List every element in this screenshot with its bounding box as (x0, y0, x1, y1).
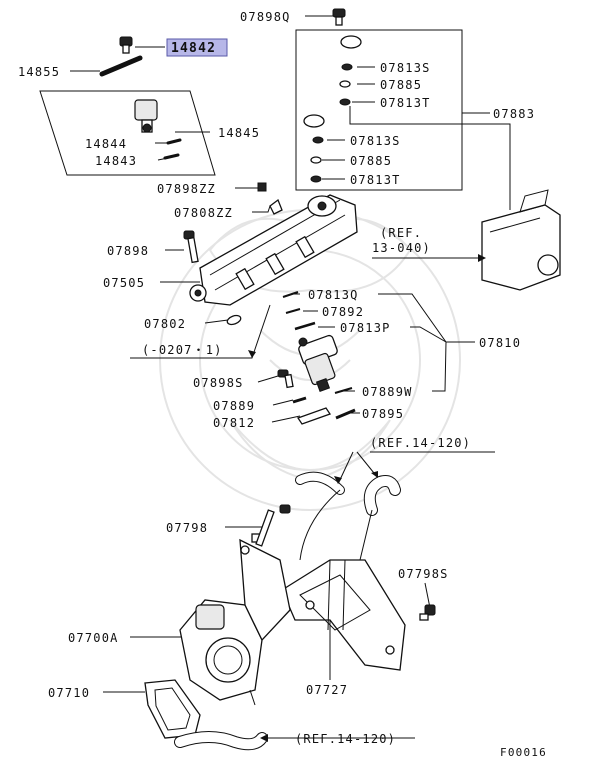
label-07812[interactable]: 07812 (213, 416, 255, 430)
label-07895[interactable]: 07895 (362, 407, 404, 421)
label-07883[interactable]: 07883 (493, 107, 535, 121)
label-date-range: (-0207・1) (142, 343, 223, 357)
pcv-valve-group-box (39, 90, 216, 176)
label-14842[interactable]: 14842 (171, 41, 216, 56)
label-07898[interactable]: 07898 (107, 244, 149, 258)
label-07889[interactable]: 07889 (213, 399, 255, 413)
bolt-07898-shape (183, 230, 199, 264)
fuel-pipe-group-box (295, 29, 463, 191)
bolt-07898S-shape (277, 369, 294, 389)
bolt-07798S-shape (419, 604, 436, 621)
label-07892[interactable]: 07892 (322, 305, 364, 319)
seal-07813Q-shape (282, 291, 299, 298)
label-14855[interactable]: 14855 (18, 65, 60, 79)
label-07813S-a[interactable]: 07813S (380, 61, 431, 75)
label-14845[interactable]: 14845 (218, 126, 260, 140)
label-ref-13-040-line2[interactable]: 13-040) (372, 241, 431, 255)
pcv-valve-14845-shape (134, 99, 158, 133)
label-07813P[interactable]: 07813P (340, 321, 391, 335)
fuel-pipe-07883-shape (303, 35, 362, 183)
hose-14855-shape (99, 55, 143, 77)
seal-07895-shape (335, 408, 356, 420)
label-07898S[interactable]: 07898S (193, 376, 244, 390)
bolt-07898Q-shape (332, 8, 346, 26)
parts (99, 8, 561, 751)
group-boxes (39, 29, 463, 191)
throttle-body-07700A-shape (179, 538, 291, 706)
insulator-07802-shape (226, 314, 242, 326)
label-14844[interactable]: 14844 (85, 137, 127, 151)
seal-14843-shape (163, 153, 180, 160)
label-07798[interactable]: 07798 (166, 521, 208, 535)
label-07710[interactable]: 07710 (48, 686, 90, 700)
label-ref-13-040-line1[interactable]: (REF. (380, 226, 422, 240)
label-07727[interactable]: 07727 (306, 683, 348, 697)
label-ref-14-120-upper[interactable]: (REF.14-120) (370, 436, 471, 450)
label-07898Q[interactable]: 07898Q (240, 10, 291, 24)
label-07808ZZ[interactable]: 07808ZZ (174, 206, 233, 220)
label-07885-b[interactable]: 07885 (350, 154, 392, 168)
bolt-07798-shape (251, 504, 291, 547)
label-07889W[interactable]: 07889W (362, 385, 413, 399)
seal-07889-shape (292, 396, 307, 404)
screw-14842-shape (119, 36, 133, 54)
injector-07810-shape (298, 334, 338, 393)
figure-id: F00016 (500, 746, 547, 759)
fuel-rail-07505-shape (189, 194, 358, 306)
label-07700A[interactable]: 07700A (68, 631, 119, 645)
seal-07813P-shape (294, 321, 316, 331)
seal-07892-shape (285, 308, 301, 314)
label-14843[interactable]: 14843 (95, 154, 137, 168)
label-07505[interactable]: 07505 (103, 276, 145, 290)
arrowheads (248, 254, 486, 742)
label-07810[interactable]: 07810 (479, 336, 521, 350)
label-07802[interactable]: 07802 (144, 317, 186, 331)
highlight-14842 (166, 38, 228, 57)
label-07813Q[interactable]: 07813Q (308, 288, 359, 302)
label-07813T-b[interactable]: 07813T (350, 173, 401, 187)
label-07898ZZ[interactable]: 07898ZZ (157, 182, 216, 196)
bracket-07727-shape (281, 559, 406, 671)
label-07885-a[interactable]: 07885 (380, 78, 422, 92)
label-07798S[interactable]: 07798S (398, 567, 449, 581)
gasket-07710-shape (144, 679, 201, 739)
label-ref-14-120-lower[interactable]: (REF.14-120) (295, 732, 396, 746)
seal-07889W-shape (334, 387, 353, 394)
grommet-14844-shape (166, 138, 182, 145)
part-labels: 07898Q 14842 14855 07813S 07885 07813T 0… (18, 10, 547, 759)
clip-07808ZZ-shape (257, 182, 283, 215)
spacer-07812-shape (296, 407, 332, 425)
label-07813T-a[interactable]: 07813T (380, 96, 431, 110)
component-ref-13-040-shape (481, 189, 561, 291)
label-07813S-b[interactable]: 07813S (350, 134, 401, 148)
